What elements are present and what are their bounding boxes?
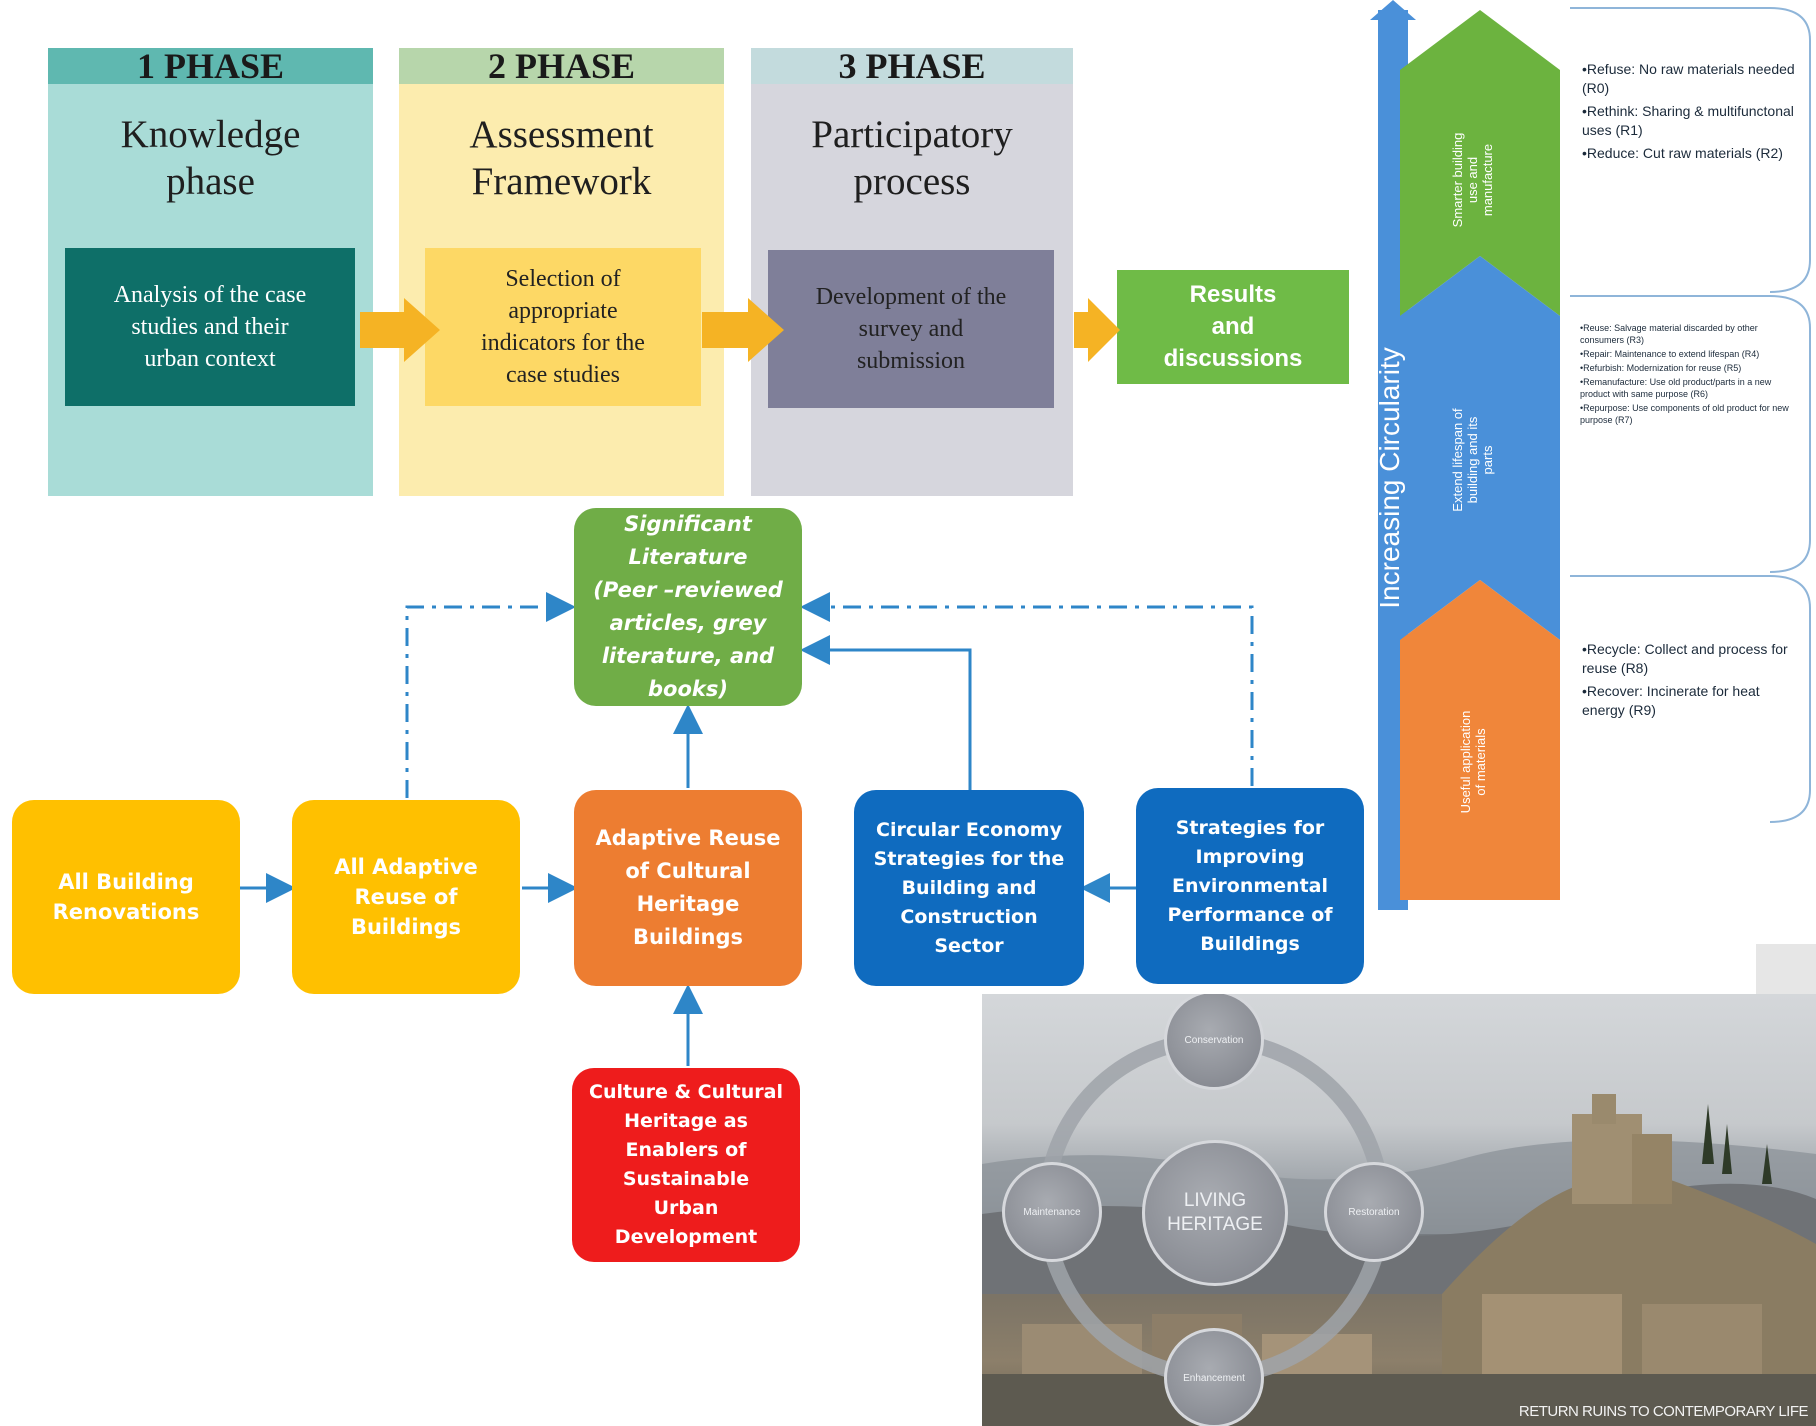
- line-circular-to-literature: [800, 635, 972, 790]
- phase-1-column: 1 PHASE Knowledge phase Analysis of the …: [48, 48, 373, 496]
- arrow-phase-1-2: [360, 298, 440, 362]
- phase-1-box: Analysis of the case studies and their u…: [65, 248, 355, 406]
- living-heritage-center: LIVING HERITAGE: [1142, 1140, 1288, 1286]
- chevron-label-useful: Useful application of materials: [1458, 710, 1488, 814]
- chevron-label-smarter: Smarter building use and manufacture: [1450, 132, 1495, 228]
- node-enhancement: Enhancement: [1164, 1328, 1264, 1426]
- grey-backdrop: [1756, 944, 1816, 994]
- castle-tower: [1572, 1114, 1642, 1204]
- adaptive-reuse-cultural-box: Adaptive Reuse of Cultural Heritage Buil…: [574, 790, 802, 986]
- notes-smarter: •Refuse: No raw materials needed (R0) •R…: [1582, 60, 1800, 167]
- phase-3-title: Participatory process: [811, 113, 1013, 203]
- phase-2-title: Assessment Framework: [469, 113, 654, 203]
- phase-3-column: 3 PHASE Participatory process Developmen…: [751, 48, 1073, 496]
- phase-2-box: Selection of appropriate indicators for …: [425, 248, 701, 406]
- notes-extend: •Reuse: Salvage material discarded by ot…: [1580, 322, 1802, 428]
- dashdot-strategies-to-literature: [800, 592, 1254, 786]
- note-refuse: •Refuse: No raw materials needed (R0): [1582, 61, 1795, 96]
- note-box-1: [1570, 7, 1811, 293]
- circularity-chart: [1370, 0, 1811, 910]
- node-maintenance: Maintenance: [1002, 1162, 1102, 1262]
- node-restoration: Restoration: [1324, 1162, 1424, 1262]
- circularity-axis-arrowhead: [1370, 0, 1416, 20]
- dashdot-adaptive-to-literature: [405, 592, 576, 798]
- phase-arrows: [360, 298, 1120, 362]
- culture-heritage-box: Culture & Cultural Heritage as Enablers …: [572, 1068, 800, 1262]
- note-reuse: •Reuse: Salvage material discarded by ot…: [1580, 323, 1758, 345]
- notes-useful: •Recycle: Collect and process for reuse …: [1582, 640, 1800, 724]
- phase-3-header: 3 PHASE: [751, 48, 1073, 84]
- arrow-phase-3-results: [1074, 298, 1120, 362]
- phase-1-header: 1 PHASE: [48, 48, 373, 84]
- note-recycle: •Recycle: Collect and process for reuse …: [1582, 641, 1788, 676]
- chevron-green: [1400, 10, 1560, 316]
- photo-caption: RETURN RUINS TO CONTEMPORARY LIFE: [1518, 1403, 1809, 1420]
- phase-2-column: 2 PHASE Assessment Framework Selection o…: [399, 48, 724, 496]
- chevron-orange: [1400, 580, 1560, 900]
- note-repair: •Repair: Maintenance to extend lifespan …: [1580, 349, 1760, 359]
- note-recover: •Recover: Incinerate for heat energy (R9…: [1582, 683, 1760, 718]
- phase-1-title: Knowledge phase: [120, 113, 301, 203]
- all-building-renovations-box: All Building Renovations: [12, 800, 240, 994]
- chevron-label-extend: Extend lifespan of building and its part…: [1450, 408, 1495, 512]
- circular-economy-box: Circular Economy Strategies for the Buil…: [854, 790, 1084, 986]
- note-refurbish: •Refurbish: Modernization for reuse (R5): [1580, 363, 1742, 373]
- phase-2-header: 2 PHASE: [399, 48, 724, 84]
- note-repurpose: •Repurpose: Use components of old produc…: [1580, 403, 1789, 425]
- node-conservation: Conservation: [1164, 994, 1264, 1090]
- strategies-box: Strategies for Improving Environmental P…: [1136, 788, 1364, 984]
- arrow-phase-2-3: [702, 298, 784, 362]
- all-adaptive-reuse-box: All Adaptive Reuse of Buildings: [292, 800, 520, 994]
- note-reduce: •Reduce: Cut raw materials (R2): [1582, 145, 1783, 161]
- chevron-blue: [1400, 256, 1560, 640]
- circularity-axis-label: Increasing Circularity: [1374, 347, 1405, 609]
- phase-3-box: Development of the survey and submission: [768, 250, 1054, 408]
- literature-box: Significant Literature (Peer –reviewed a…: [574, 508, 802, 706]
- note-rethink: •Rethink: Sharing & multifunctonal uses …: [1582, 103, 1794, 138]
- living-heritage-photo: LIVING HERITAGE Conservation Restoration…: [982, 994, 1816, 1426]
- note-box-3: [1570, 575, 1811, 823]
- results-box: Results and discussions: [1117, 270, 1349, 384]
- note-remanufacture: •Remanufacture: Use old product/parts in…: [1580, 377, 1772, 399]
- note-box-2: [1570, 295, 1811, 573]
